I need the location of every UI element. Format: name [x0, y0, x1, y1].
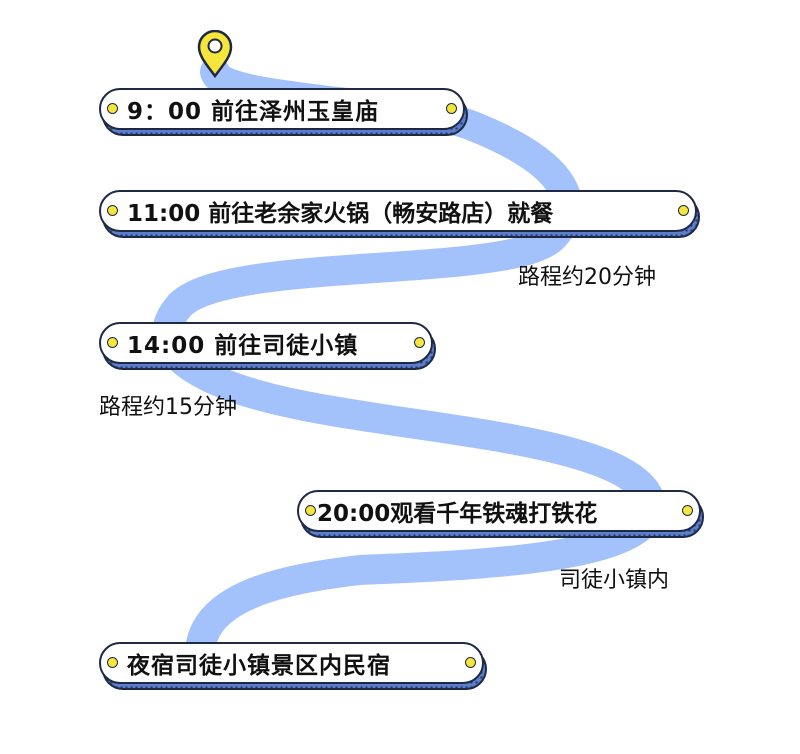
- route-note-3: 司徒小镇内: [559, 568, 670, 593]
- dot-icon: [414, 337, 425, 348]
- stop-label: 9：00 前往泽州玉皇庙: [127, 99, 380, 125]
- timeline-stop-3: 14:00 前往司徒小镇: [99, 322, 436, 370]
- dot-icon: [305, 505, 316, 516]
- timeline-stop-4: 20:00观看千年铁魂打铁花: [297, 490, 704, 538]
- timeline-stop-2: 11:00 前往老余家火锅（畅安路店）就餐: [99, 190, 700, 238]
- timeline-stop-1: 9：00 前往泽州玉皇庙: [99, 88, 468, 136]
- stop-label: 11:00 前往老余家火锅（畅安路店）就餐: [127, 201, 554, 227]
- location-pin-icon: [197, 30, 233, 78]
- dot-icon: [682, 505, 693, 516]
- dot-icon: [107, 205, 118, 216]
- stop-label: 夜宿司徒小镇景区内民宿: [127, 653, 391, 679]
- dot-icon: [678, 205, 689, 216]
- stop-card: 20:00观看千年铁魂打铁花: [297, 490, 701, 532]
- stop-card: 夜宿司徒小镇景区内民宿: [99, 642, 484, 684]
- route-note-1: 路程约20分钟: [518, 265, 656, 290]
- dot-icon: [107, 657, 118, 668]
- stop-card: 11:00 前往老余家火锅（畅安路店）就餐: [99, 190, 697, 232]
- dot-icon: [107, 337, 118, 348]
- stop-label: 20:00观看千年铁魂打铁花: [317, 501, 598, 527]
- route-note-2: 路程约15分钟: [99, 395, 237, 420]
- dot-icon: [446, 103, 457, 114]
- stop-card: 14:00 前往司徒小镇: [99, 322, 433, 364]
- stop-card: 9：00 前往泽州玉皇庙: [99, 88, 465, 130]
- stop-label: 14:00 前往司徒小镇: [127, 333, 359, 359]
- dot-icon: [107, 103, 118, 114]
- route-band: [152, 57, 666, 665]
- timeline-stop-5: 夜宿司徒小镇景区内民宿: [99, 642, 487, 690]
- dot-icon: [465, 657, 476, 668]
